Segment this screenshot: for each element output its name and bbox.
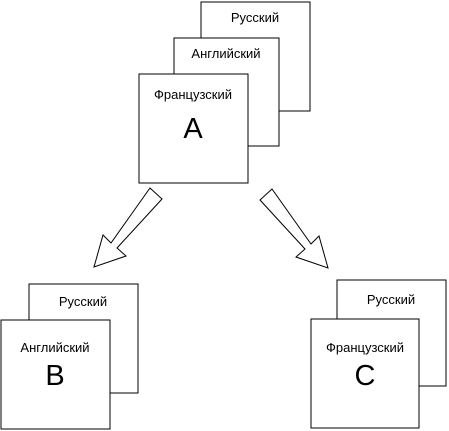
doc-b-page-label-1: Русский	[59, 294, 107, 309]
doc-a-page-label-1: Русский	[231, 10, 279, 25]
document-b-stack: Русский Английский B	[0, 283, 139, 430]
doc-c-page-label-2: Французский	[326, 340, 404, 355]
doc-c-letter: C	[355, 360, 376, 392]
doc-c-page-front: Французский C	[310, 318, 420, 429]
doc-b-page-label-2: Английский	[20, 340, 89, 355]
doc-b-letter: B	[45, 360, 64, 392]
doc-a-letter: A	[183, 113, 203, 145]
document-a-stack: Русский Английский Французский A	[138, 1, 311, 184]
doc-b-page-front: Английский B	[0, 319, 111, 430]
doc-a-page-label-3: Французский	[154, 87, 232, 102]
arrow-a-to-c	[259, 188, 329, 269]
doc-a-page-label-2: Английский	[191, 46, 260, 61]
doc-a-page-front: Французский A	[138, 73, 249, 184]
document-c-stack: Русский Французский C	[310, 279, 447, 429]
arrow-a-to-b	[93, 187, 163, 268]
doc-c-page-label-1: Русский	[367, 292, 415, 307]
